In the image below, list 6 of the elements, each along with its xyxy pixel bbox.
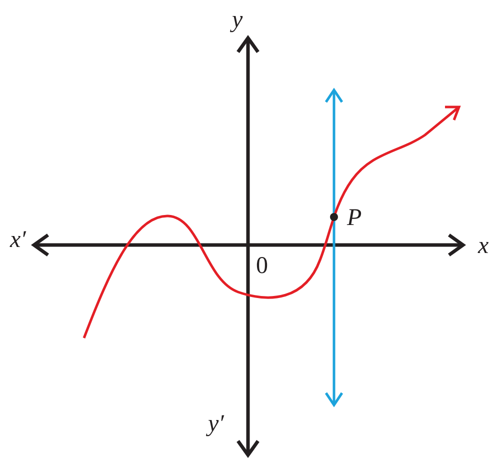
axis-label: x′ — [10, 228, 26, 252]
axis-label: P — [347, 206, 362, 230]
axis-label: 0 — [256, 254, 268, 278]
axis-label: y′ — [208, 412, 224, 436]
axis-label: x — [478, 234, 489, 258]
axis-label: y — [232, 8, 243, 32]
